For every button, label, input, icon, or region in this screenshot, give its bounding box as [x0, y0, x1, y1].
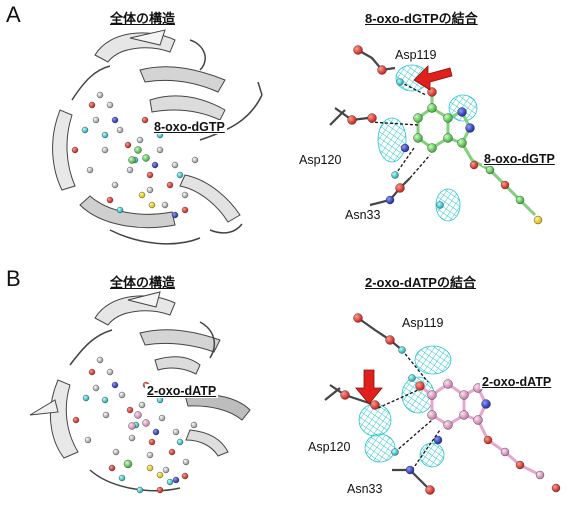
- binding-site-b: [324, 313, 561, 495]
- binding-title-a: 8-oxo-dGTPの結合: [365, 11, 478, 26]
- binding-site-a: [329, 45, 543, 225]
- residue-asp119-b: Asp119: [400, 316, 446, 330]
- overview-ligand-label-a: 8-oxo-dGTP: [152, 120, 227, 134]
- residue-asn33-a: Asn33: [343, 208, 383, 222]
- residue-asp119-a: Asp119: [393, 48, 439, 62]
- binding-ligand-label-b: 2-oxo-dATP: [480, 375, 554, 389]
- binding-ligand-label-a: 8-oxo-dGTP: [482, 152, 557, 166]
- overview-title-b: 全体の構造: [110, 275, 176, 290]
- residue-asp120-b: Asp120: [306, 440, 353, 454]
- residue-asp120-a: Asp120: [297, 153, 344, 167]
- panel-letter-a: A: [6, 2, 21, 27]
- overview-ligand-label-b: 2-oxo-dATP: [145, 384, 219, 398]
- binding-title-b: 2-oxo-dATPの結合: [365, 275, 476, 290]
- panel-letter-b: B: [6, 266, 21, 291]
- protein-overview-a: [52, 29, 263, 245]
- overview-title-a: 全体の構造: [110, 11, 176, 26]
- arrow-pointer-b: [355, 369, 383, 405]
- arrow-pointer-a: [413, 65, 453, 91]
- residue-asn33-b: Asn33: [345, 482, 385, 496]
